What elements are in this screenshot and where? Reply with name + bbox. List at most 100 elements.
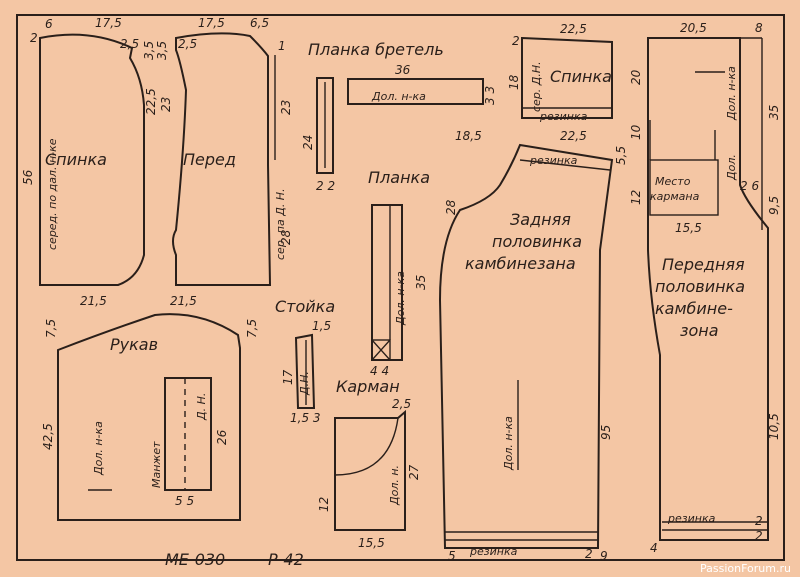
collar-stand-title: Стойка — [275, 297, 335, 316]
dim-sleeve-215b: 21,5 — [170, 294, 197, 308]
dim-front-overall-2a: 2 — [755, 514, 763, 528]
dim-front-35: 3,5 — [155, 41, 169, 60]
back-yoke-piece: Спинка сер. Д.Н. резинка 22,5 2 18 — [507, 22, 613, 123]
dim-front-overall-205: 20,5 — [680, 21, 707, 35]
dim-stand-17: 17 — [281, 369, 295, 385]
dim-back-overall-28: 28 — [444, 199, 458, 215]
strap-piece: Планка бретель 36 Дол. н-ка 3 3 24 2 2 — [301, 40, 497, 193]
dim-front-top: 17,5 — [198, 16, 225, 30]
dim-back-overall-2: 2 — [585, 547, 593, 561]
back-yoke-elastic: резинка — [539, 110, 588, 123]
front-overall-elastic: резинка — [667, 512, 716, 525]
front-piece: Перед сер. па Д. Н. 17,5 6,5 2,5 3,5 23 … — [155, 16, 293, 286]
dim-placket-44: 4 4 — [370, 364, 389, 378]
front-overall-label-2: половинка — [655, 277, 745, 296]
dim-strap-36: 36 — [395, 63, 411, 77]
dim-front-overall-4: 4 — [650, 541, 658, 555]
dim-pocket-25: 2,5 — [392, 397, 411, 411]
back-yoke-label: Спинка — [550, 67, 612, 86]
dim-front-overall-155: 15,5 — [675, 221, 702, 235]
placket-title: Планка — [368, 168, 430, 187]
front-overall-half: Место кармана Передняя половинка камбине… — [629, 21, 781, 555]
watermark: PassionForum.ru — [700, 562, 791, 575]
pocket-title: Карман — [336, 377, 400, 396]
size-label: Р-42 — [268, 550, 304, 569]
dim-front-overall-8: 8 — [755, 21, 763, 35]
dim-back-top: 17,5 — [95, 16, 122, 30]
back-label: Спинка — [45, 150, 107, 169]
dim-sleeve-75b: 7,5 — [245, 319, 259, 338]
back-overall-grain: Дол. н-ка — [502, 416, 515, 471]
front-overall-top-grain: Дол. н-ка — [725, 66, 738, 121]
sheet-border — [16, 14, 785, 561]
placket-grain: Дол. н-ка — [394, 271, 407, 326]
dim-cuff-55: 5 5 — [175, 494, 194, 508]
front-overall-dol: Дол. — [725, 154, 738, 181]
front-label: Перед — [183, 150, 236, 169]
sleeve-grain: Дол. н-ка — [92, 421, 105, 476]
dim-sleeve-215a: 21,5 — [80, 294, 107, 308]
dim-back-overall-185: 18,5 — [455, 129, 482, 143]
dim-front-overall-10: 10 — [629, 124, 643, 140]
back-overall-bottom-elastic: резинка — [469, 545, 518, 558]
dim-front-overall-2b: 2 — [755, 529, 763, 543]
dim-front-overall-26: 2 6 — [740, 179, 759, 193]
pocket-grain: Дол. н. — [388, 465, 401, 506]
front-overall-label-3: камбине- — [655, 299, 733, 318]
dim-back-top-left: 6 — [45, 17, 53, 31]
dim-back-overall-225: 22,5 — [560, 129, 587, 143]
dim-front-65: 6,5 — [250, 16, 269, 30]
dim-strap-24: 24 — [301, 135, 315, 150]
dim-strap-22: 2 2 — [316, 179, 335, 193]
strap-title: Планка бретель — [308, 40, 444, 59]
dim-placket-35: 35 — [414, 275, 428, 290]
front-center-label: сер. па Д. Н. — [274, 188, 287, 260]
dim-back-overall-95: 95 — [599, 425, 613, 440]
collar-stand-piece: Стойка Д.Н. 1,5 17 1,5 3 — [275, 297, 335, 425]
dim-pocket-27: 27 — [407, 464, 421, 480]
front-overall-label-4: зона — [680, 321, 719, 340]
dim-front-25: 2,5 — [178, 37, 197, 51]
back-piece: Спинка серед. по дал. н-ке 6 17,5 2,5 2 … — [21, 16, 158, 286]
dim-pocket-155: 15,5 — [358, 536, 385, 550]
strap-grain-label: Дол. н-ка — [371, 90, 426, 103]
dim-back-2: 2 — [30, 31, 38, 45]
dim-yoke-225: 22,5 — [560, 22, 587, 36]
model-code: МЕ-030 — [165, 550, 225, 569]
dim-front-overall-20: 20 — [629, 69, 643, 85]
dim-front-overall-12: 12 — [629, 190, 643, 205]
placket-piece: Планка Дол. н-ка 35 4 4 — [368, 168, 430, 378]
dim-back-35: 3,5 — [142, 41, 156, 60]
cuff-grain: Д. Н. — [195, 393, 208, 421]
dim-stand-15: 1,5 — [312, 319, 331, 333]
front-overall-label-1: Передняя — [662, 255, 745, 274]
dim-sleeve-75a: 7,5 — [44, 319, 58, 338]
dim-back-side: 22,5 — [144, 88, 158, 115]
dim-pocket-12: 12 — [317, 497, 331, 512]
dim-back-56: 56 — [21, 169, 35, 185]
sleeve-label: Рукав — [110, 335, 158, 354]
cuff-label: Манжет — [150, 441, 163, 488]
dim-yoke-18: 18 — [507, 74, 521, 90]
dim-front-23b: 23 — [279, 100, 293, 115]
dim-front-overall-35: 35 — [767, 105, 781, 120]
dim-back-overall-5: 5 — [448, 549, 456, 563]
dim-sleeve-425: 42,5 — [41, 423, 55, 450]
back-overall-label-3: камбинезана — [465, 254, 576, 273]
dim-front-1: 1 — [278, 39, 286, 53]
pocket-piece: Карман Дол. н. 2,5 27 12 15,5 — [317, 377, 421, 550]
dim-back-25: 2,5 — [120, 37, 139, 51]
collar-stand-grain: Д.Н. — [298, 371, 311, 396]
dim-front-overall-105: 10,5 — [767, 413, 781, 440]
back-overall-half: резинка Задняя половинка камбинезана Дол… — [438, 129, 628, 563]
dim-back-overall-55: 5,5 — [614, 146, 628, 165]
back-overall-label-2: половинка — [492, 232, 582, 251]
dim-front-28: 28 — [279, 229, 293, 245]
sleeve-piece: Рукав Дол. н-ка 21,5 21,5 7,5 7,5 42,5 М… — [41, 294, 259, 521]
pocket-place-label-2: кармана — [650, 190, 700, 203]
pocket-place-label-1: Место — [655, 175, 691, 188]
back-center-label: серед. по дал. н-ке — [46, 138, 59, 250]
dim-front-overall-95: 9,5 — [767, 196, 781, 215]
